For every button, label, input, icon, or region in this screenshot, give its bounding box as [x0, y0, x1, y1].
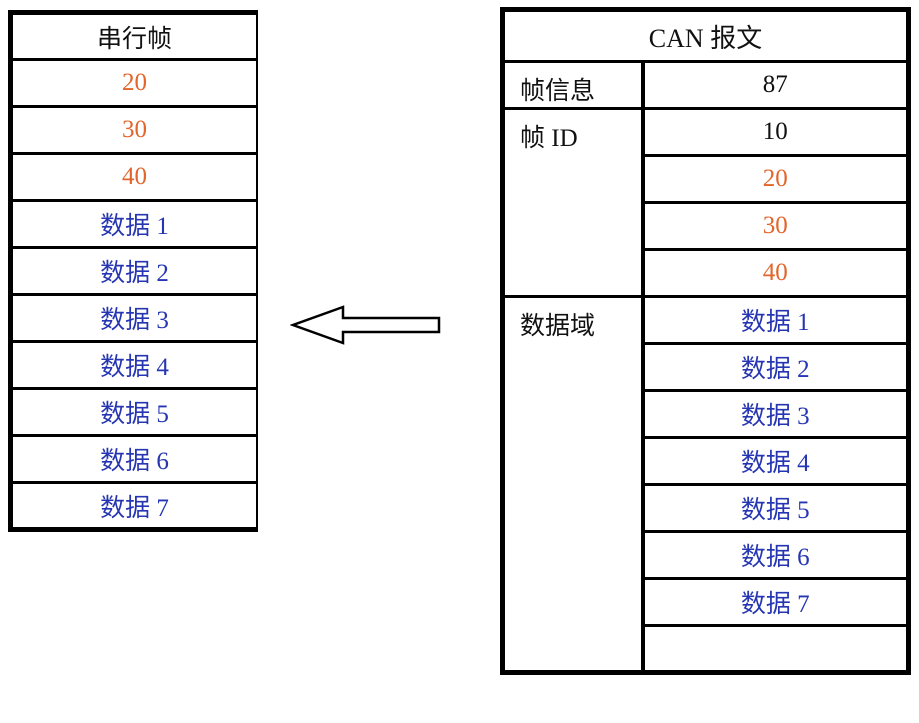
serial-cell-data2: 数据 2	[10, 246, 257, 295]
can-cell-data7: 数据 7	[641, 577, 910, 627]
table-row: 40	[503, 248, 910, 298]
serial-cell-30: 30	[10, 105, 257, 154]
table-row: 数据 7	[10, 481, 257, 530]
table-row: 数据 5	[503, 483, 910, 533]
table-row: 数据域 数据 1	[501, 295, 910, 674]
can-cell-data3: 数据 3	[641, 389, 910, 439]
can-cell-id-20: 20	[641, 154, 910, 204]
table-row: 数据 7	[503, 577, 910, 627]
can-cell-id-40: 40	[641, 248, 910, 298]
serial-table-title: 串行帧	[96, 25, 172, 53]
table-row: 数据 4	[503, 436, 910, 486]
can-cell-id-10: 10	[641, 107, 910, 157]
can-cell-data4: 数据 4	[641, 436, 910, 486]
table-row: 数据 5	[10, 387, 257, 436]
serial-cell-40: 40	[10, 152, 257, 201]
can-cell-data2: 数据 2	[641, 342, 910, 392]
can-cell-data1: 数据 1	[641, 295, 910, 345]
table-row: CAN 报文	[501, 8, 910, 63]
table-row: 数据 6	[10, 434, 257, 483]
table-row: 数据 3	[10, 293, 257, 342]
table-row: 30	[10, 105, 257, 154]
serial-cell-data1: 数据 1	[10, 199, 257, 248]
serial-cell-data7: 数据 7	[10, 481, 257, 530]
table-row: 数据 2	[10, 246, 257, 295]
table-row: 帧 ID 10	[501, 107, 910, 298]
serial-cell-data6: 数据 6	[10, 434, 257, 483]
can-label-frame-id: 帧 ID	[501, 107, 645, 298]
can-label-data-field: 数据域	[501, 295, 645, 674]
can-cell-id-30: 30	[641, 201, 910, 251]
table-row: 数据 1	[10, 199, 257, 248]
can-cell-data5: 数据 5	[641, 483, 910, 533]
table-row: 40	[10, 152, 257, 201]
serial-cell-20: 20	[10, 58, 257, 107]
table-row: 20	[10, 58, 257, 107]
serial-cell-data5: 数据 5	[10, 387, 257, 436]
serial-frame-table: 串行帧 20 30 40 数据 1 数据 2 数据 3 数据 4 数据 5 数据…	[8, 10, 258, 532]
can-message-table: CAN 报文 帧信息 87 帧 ID 10 20 30 40 数据域 数据 1 …	[500, 7, 911, 675]
table-row: 数据 3	[503, 389, 910, 439]
can-cell-data6: 数据 6	[641, 530, 910, 580]
serial-cell-data4: 数据 4	[10, 340, 257, 389]
can-cell-empty	[641, 624, 910, 674]
left-arrow-icon	[290, 305, 441, 345]
can-table-title: CAN 报文	[501, 8, 910, 63]
table-row: 30	[503, 201, 910, 251]
table-row: 帧信息 87	[501, 60, 910, 110]
table-row: 20	[503, 154, 910, 204]
table-row: 数据 2	[503, 342, 910, 392]
table-row: 数据 4	[10, 340, 257, 389]
serial-cell-data3: 数据 3	[10, 293, 257, 342]
can-label-frame-info: 帧信息	[501, 60, 645, 110]
can-cell-frame-info-value: 87	[641, 60, 910, 110]
table-row: 数据 6	[503, 530, 910, 580]
table-row: 串行帧	[11, 13, 258, 60]
table-row	[503, 624, 910, 674]
